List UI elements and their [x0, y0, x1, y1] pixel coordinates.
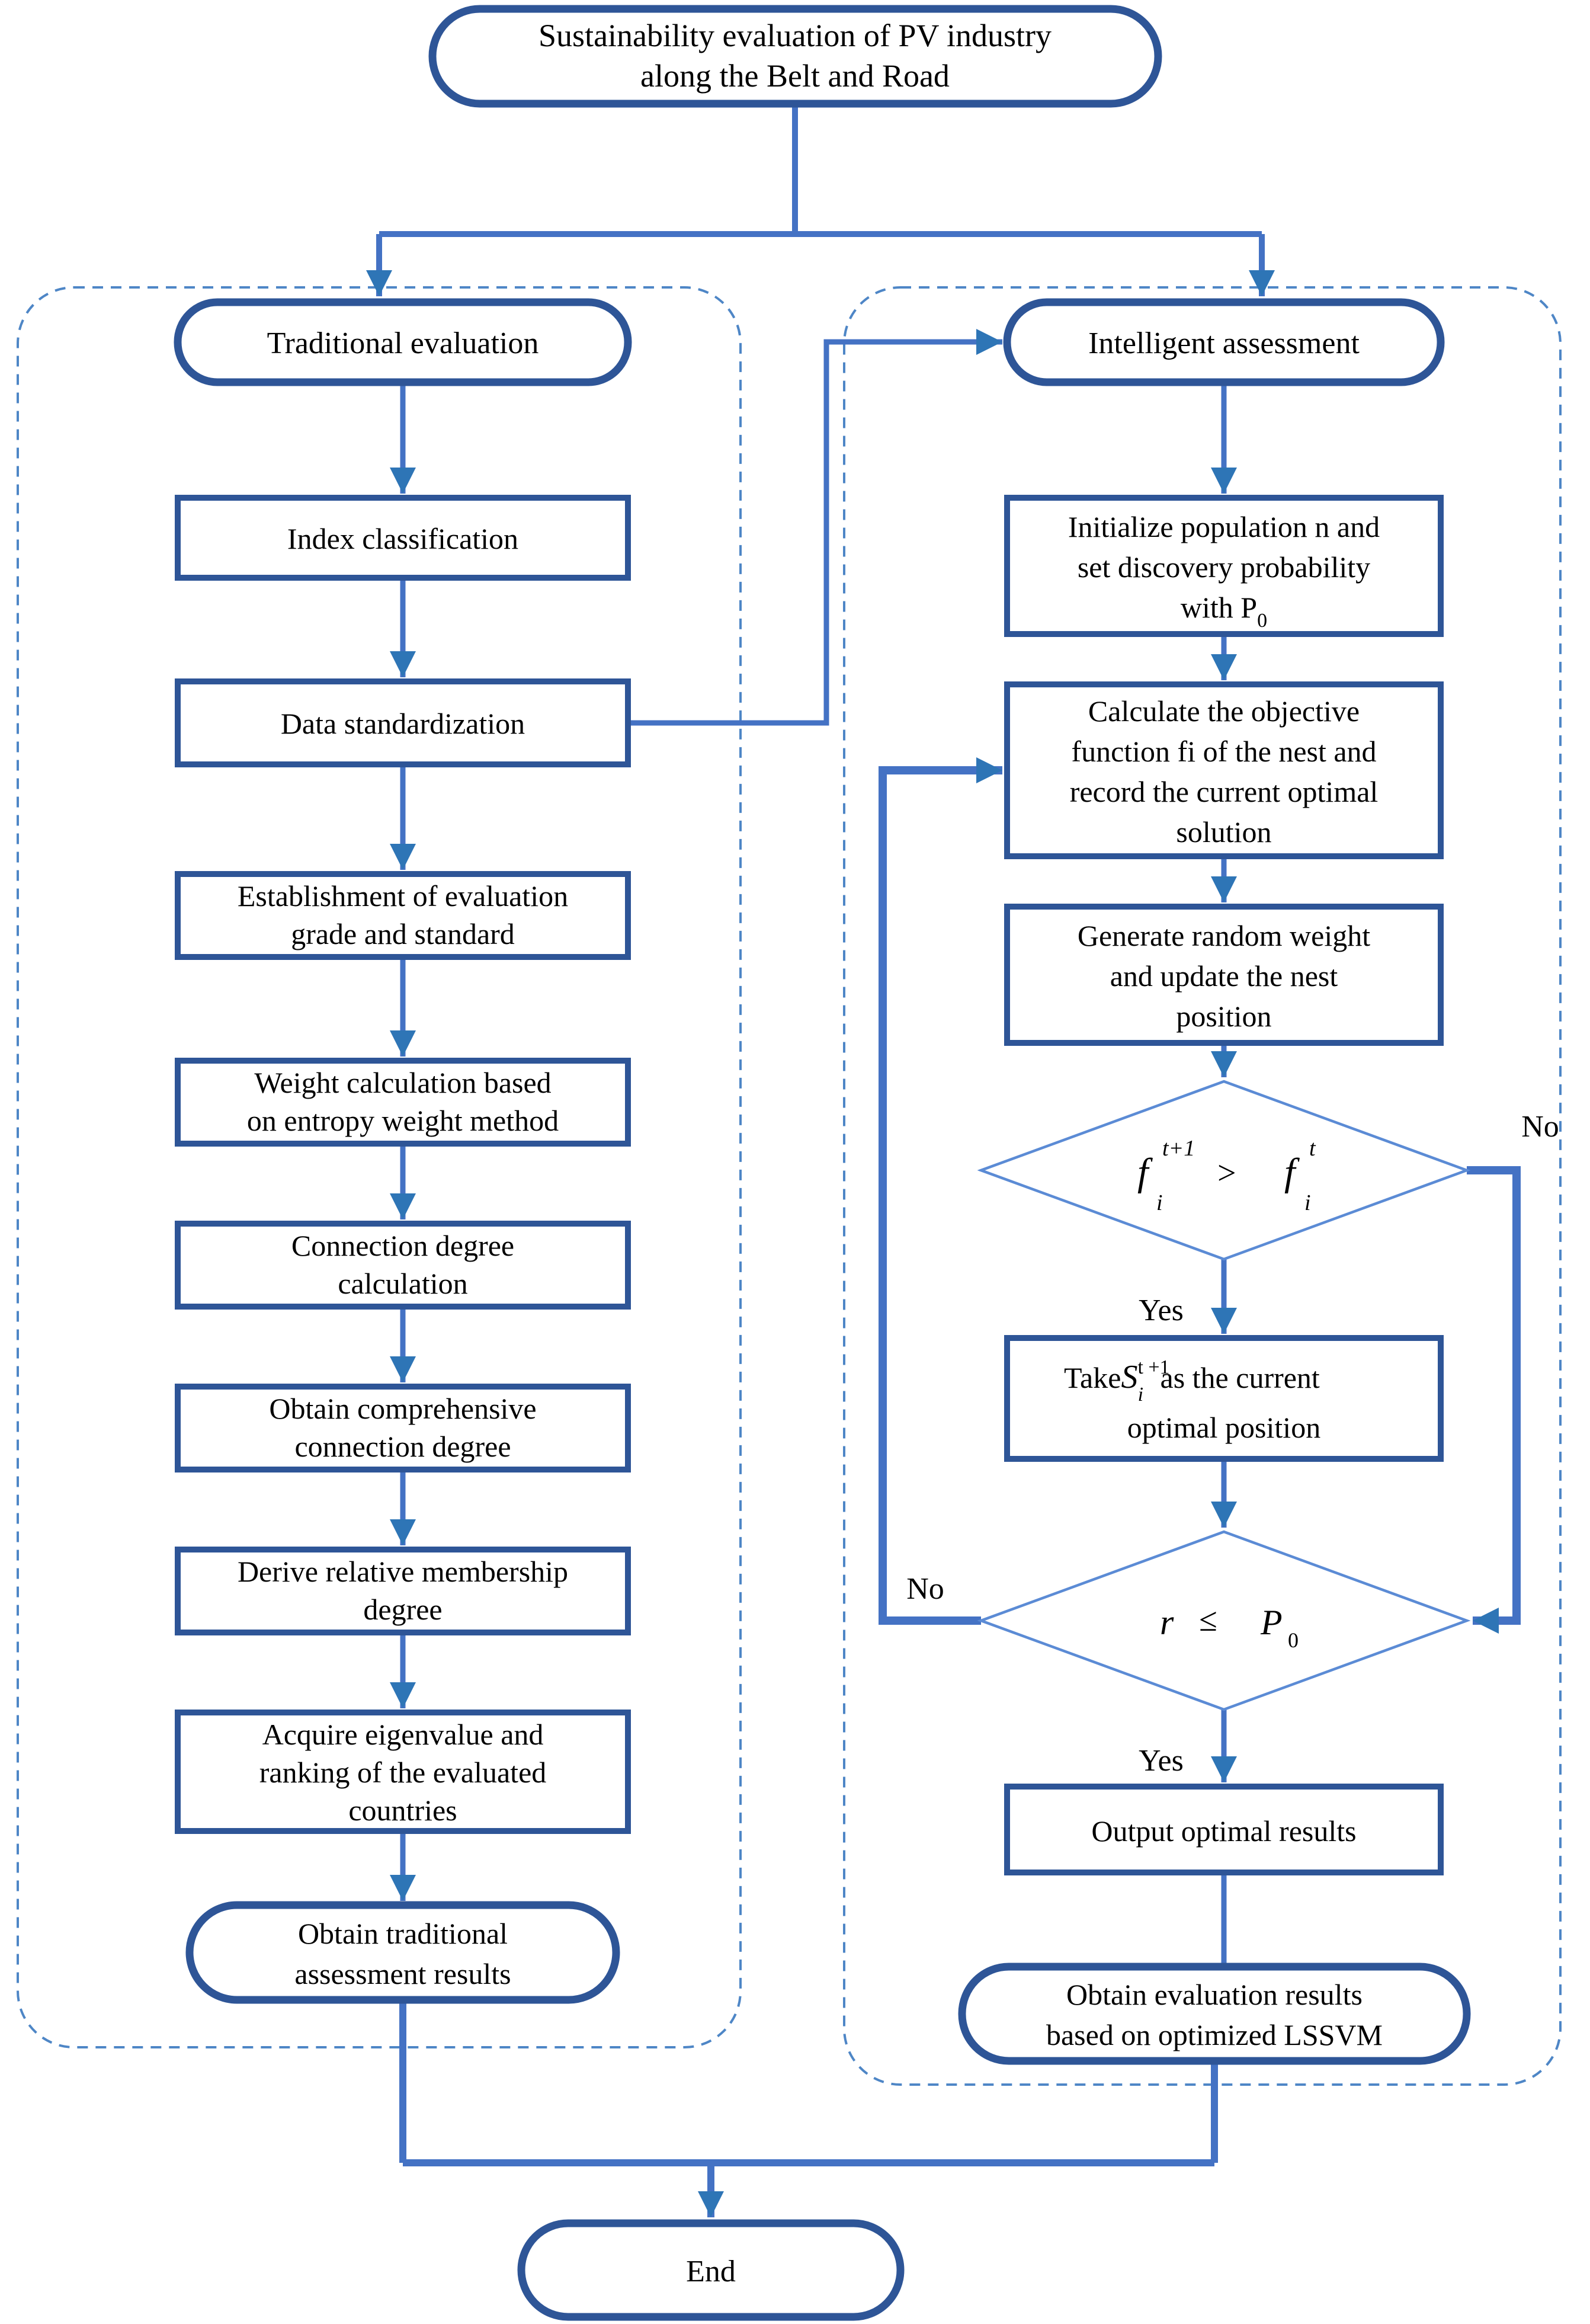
calculate-line-1: Calculate the objective	[1088, 694, 1360, 728]
trad-result-line-1: Obtain traditional	[298, 1917, 508, 1950]
index-label: Index classification	[287, 522, 518, 555]
generate-line-2: and update the nest	[1110, 959, 1338, 993]
node-traditional-evaluation	[174, 298, 632, 386]
node-data-standardization	[175, 678, 631, 767]
node-output-results	[1004, 1784, 1444, 1875]
fitness-sub2: i	[1304, 1190, 1311, 1215]
fitness-operator: >	[1217, 1155, 1236, 1192]
node-derive-membership	[175, 1547, 631, 1635]
generate-line-3: position	[1176, 1000, 1271, 1033]
probability-formula: r ≤ P 0	[1160, 1602, 1299, 1652]
node-calculate-objective	[1004, 681, 1444, 859]
acquire-line-2: ranking of the evaluated	[259, 1756, 547, 1789]
take-line-2: optimal position	[1127, 1411, 1320, 1444]
label-fitness-no: No	[1521, 1110, 1559, 1144]
calculate-line-3: record the current optimal	[1070, 775, 1379, 808]
lssvm-line-1: Obtain evaluation results	[1066, 1978, 1363, 2011]
node-acquire-eigenvalue	[175, 1710, 631, 1834]
title-line-1: Sustainability evaluation of PV industry	[538, 18, 1052, 53]
weight-line-1: Weight calculation based	[254, 1066, 551, 1099]
end-label: End	[686, 2255, 736, 2288]
node-index-classification	[175, 495, 631, 581]
take-pre: Take	[1064, 1361, 1121, 1394]
decision-fitness-diamond	[977, 1080, 1471, 1261]
label-probability-no: No	[906, 1572, 944, 1606]
node-lssvm-result	[958, 1963, 1471, 2065]
establish-line-2: grade and standard	[291, 917, 515, 950]
fitness-sup1: t+1	[1162, 1136, 1195, 1161]
edge-fitness-no	[1467, 1166, 1521, 1634]
weight-line-2: on entropy weight method	[247, 1104, 559, 1137]
edge-data-to-intelligent	[628, 329, 1002, 726]
probability-var: r	[1160, 1603, 1174, 1642]
probability-operator: ≤	[1199, 1602, 1217, 1638]
acquire-line-1: Acquire eigenvalue and	[262, 1718, 544, 1751]
node-intelligent-assessment	[1003, 298, 1445, 386]
decision-probability-diamond	[977, 1530, 1471, 1711]
initialize-line-3: with P0	[1181, 591, 1267, 632]
take-post: as the current	[1153, 1361, 1320, 1394]
take-superscript: t +1	[1137, 1356, 1169, 1378]
label-probability-yes: Yes	[1139, 1744, 1184, 1778]
take-line-1: TakeSt +1 i as the current	[1064, 1356, 1320, 1406]
connection-line-2: calculation	[338, 1267, 467, 1300]
derive-line-2: degree	[363, 1593, 442, 1626]
take-subscript: i	[1138, 1384, 1143, 1406]
node-generate-weight	[1004, 904, 1444, 1046]
edge-probability-no-feedback	[879, 757, 1002, 1625]
traditional-label: Traditional evaluation	[267, 326, 539, 360]
node-traditional-result	[185, 1901, 620, 2004]
connection-line-1: Connection degree	[291, 1229, 514, 1262]
comprehensive-line-2: connection degree	[294, 1430, 511, 1463]
calculate-line-4: solution	[1176, 815, 1271, 849]
probability-p: P	[1260, 1603, 1283, 1642]
node-end	[517, 2219, 905, 2321]
derive-line-1: Derive relative membership	[238, 1555, 568, 1588]
generate-line-1: Generate random weight	[1078, 919, 1370, 952]
acquire-line-3: countries	[348, 1794, 457, 1827]
node-comprehensive-connection	[175, 1384, 631, 1472]
initialize-line-2: set discovery probability	[1078, 550, 1370, 584]
lssvm-line-2: based on optimized LSSVM	[1046, 2018, 1383, 2051]
group-traditional-dashed-border	[17, 286, 742, 2048]
group-intelligent-dashed-border	[843, 286, 1562, 2086]
data-std-label: Data standardization	[281, 707, 525, 740]
node-take-position	[1004, 1335, 1444, 1462]
node-title	[428, 5, 1162, 108]
fitness-sub1: i	[1156, 1190, 1163, 1215]
node-weight-calculation	[175, 1058, 631, 1147]
initialize-line-1: Initialize population n and	[1068, 510, 1380, 543]
take-symbol: S	[1121, 1359, 1137, 1395]
label-fitness-yes: Yes	[1139, 1294, 1184, 1327]
initialize-p-label: with P	[1181, 591, 1257, 624]
comprehensive-line-1: Obtain comprehensive	[269, 1392, 536, 1425]
output-label: Output optimal results	[1091, 1814, 1356, 1848]
fitness-sup2: t	[1309, 1136, 1316, 1161]
node-connection-degree	[175, 1221, 631, 1310]
probability-subscript: 0	[1288, 1628, 1299, 1652]
title-line-2: along the Belt and Road	[640, 58, 950, 94]
node-initialize-population	[1004, 495, 1444, 637]
trad-result-line-2: assessment results	[294, 1957, 511, 1990]
intelligent-label: Intelligent assessment	[1088, 326, 1360, 360]
node-establishment-grade	[175, 871, 631, 960]
calculate-line-2: function fi of the nest and	[1071, 735, 1376, 768]
establish-line-1: Establishment of evaluation	[238, 879, 568, 913]
initialize-p-subscript: 0	[1257, 610, 1267, 632]
